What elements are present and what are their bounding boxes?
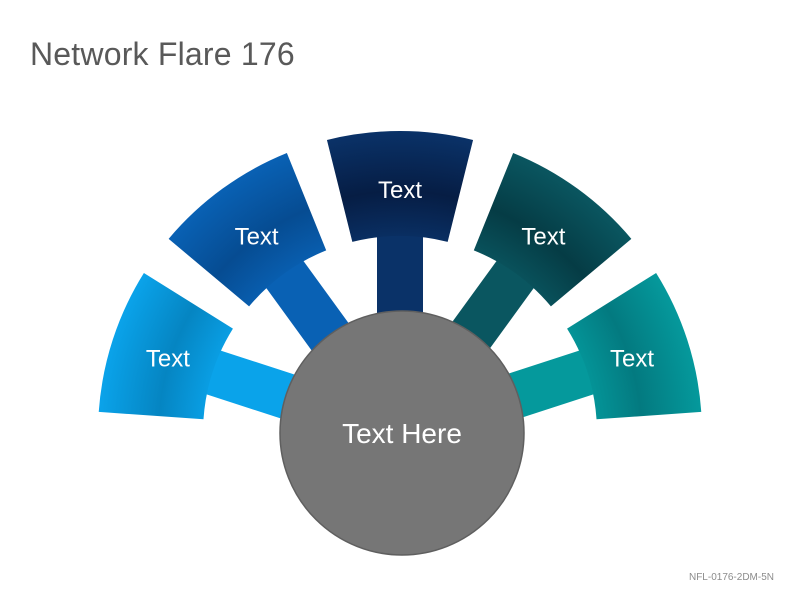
page-title: Network Flare 176 [30,36,295,72]
center-label: Text Here [342,418,462,449]
arc-segment-3[interactable] [326,131,474,242]
arc-segment-4[interactable] [473,152,632,307]
center-node: Text Here [279,310,525,556]
segment-label-2: Text [235,224,279,251]
center-circle[interactable] [279,310,525,556]
segment-label-4: Text [521,224,565,251]
segment-label-1: Text [146,346,190,373]
arc-segments [98,131,702,420]
segment-label-5: Text [610,346,654,373]
arc-segment-5[interactable] [567,272,702,420]
footer-code: NFL-0176-2DM-5N [688,572,774,583]
arc-segment-2[interactable] [168,152,327,307]
segment-label-3: Text [378,177,422,204]
arc-segment-1[interactable] [98,272,233,420]
